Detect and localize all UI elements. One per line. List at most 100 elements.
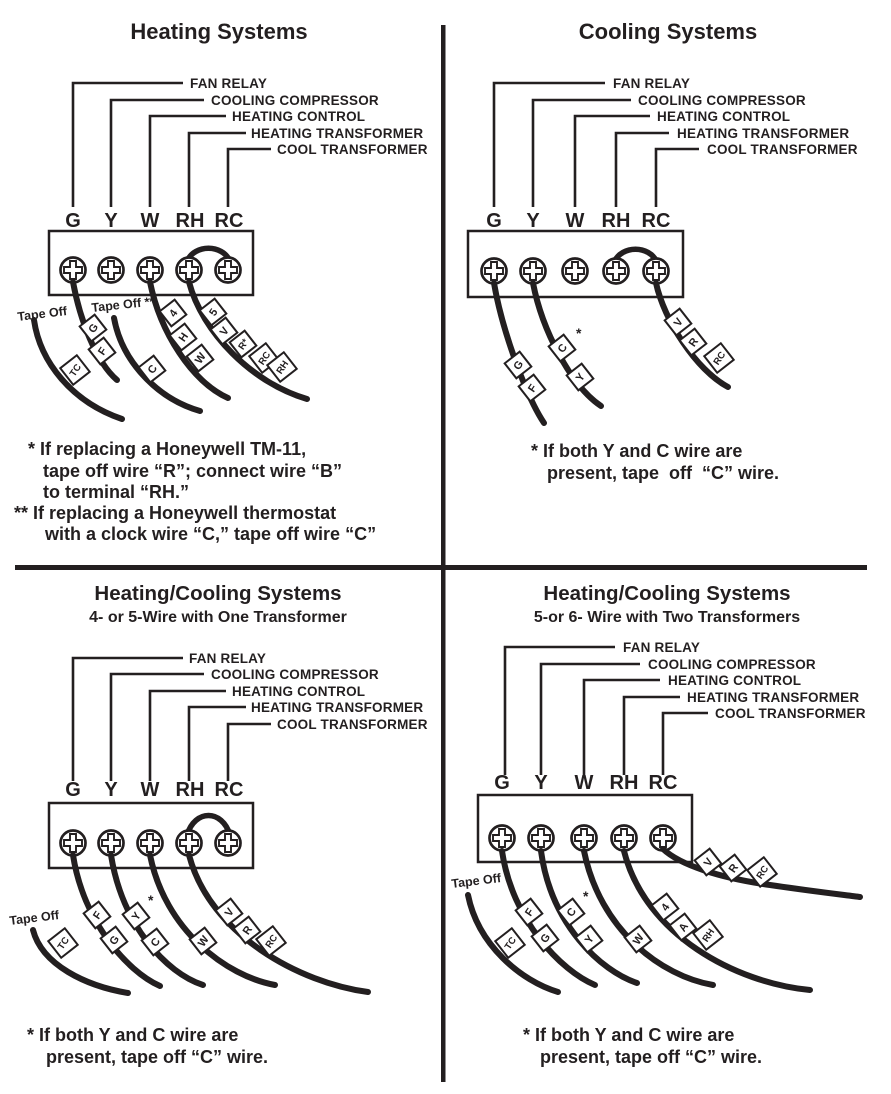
terminal-label-rh: RH (602, 210, 631, 232)
wire-c-taped-off (111, 315, 203, 414)
wire-tag-5: 5 (198, 297, 228, 327)
callout-line-cool-transformer (661, 711, 708, 775)
wire-tag-h: H (168, 322, 198, 352)
wire-tag-tc: TC (46, 926, 80, 960)
callout-line-heating-transformer (622, 695, 680, 775)
wire-tag-y: Y (121, 901, 151, 931)
wire-tag-r: R (232, 915, 262, 945)
terminal-screw-y (519, 257, 547, 285)
footnote-line: * If both Y and C wire are (27, 1025, 238, 1045)
vertical-divider (441, 25, 446, 1082)
wire-tag-r: R (678, 327, 708, 357)
footnote-line: present, tape off “C” wire. (540, 1047, 762, 1067)
callout-label: HEATING CONTROL (657, 109, 790, 124)
terminal-label-g: G (494, 772, 510, 794)
wire-tag-y: Y (574, 924, 604, 954)
callout-label: FAN RELAY (190, 76, 267, 91)
terminal-screw-rc (214, 829, 242, 857)
footnote-line: to terminal “RH.” (43, 482, 189, 502)
callout-line-cooling-compressor (109, 98, 204, 207)
footnote-line: * If replacing a Honeywell TM-11, (28, 439, 306, 459)
wire-tag-f: F (517, 373, 547, 403)
terminal-screw-rh (602, 257, 630, 285)
section-subtitle: 5-or 6- Wire with Two Transformers (534, 609, 800, 626)
wire-tag-v: V (209, 316, 239, 346)
callout-line-heating-transformer (614, 131, 669, 207)
callout-line-cooling-compressor (531, 98, 631, 207)
terminal-screw-rc (642, 257, 670, 285)
callout-line-cool-transformer (654, 147, 699, 207)
callout-label: COOLING COMPRESSOR (648, 657, 816, 672)
terminal-label-rh: RH (610, 772, 639, 794)
callout-line-fan-relay (492, 81, 605, 207)
wire-tag-g: G (78, 313, 108, 343)
callout-line-heating-control (148, 114, 226, 207)
callout-line-heating-control (582, 678, 660, 775)
terminal-screw-w (136, 829, 164, 857)
jumper-wire-rh-rc (184, 812, 233, 838)
quadrant-cooling-systems: Cooling Systems FAN RELAY COOLING COMPRE… (466, 19, 858, 483)
wire-tag-4: 4 (158, 298, 188, 328)
svg-text:5: 5 (207, 307, 220, 319)
wire-rh (186, 279, 310, 402)
terminal-screw-w (136, 256, 164, 284)
tape-off-label: Tape Off (451, 871, 503, 891)
wire-tag-tc: TC (493, 926, 527, 960)
callout-line-cooling-compressor (109, 672, 204, 781)
wire-tag-c: C (547, 333, 577, 363)
wire-rh (186, 852, 371, 995)
callout-label: COOL TRANSFORMER (715, 706, 866, 721)
terminal-label-w: W (141, 779, 160, 801)
wire-tag-rc: RC (702, 341, 736, 375)
callout-line-heating-control (148, 689, 226, 781)
wire-tag-c: C (556, 897, 586, 927)
footnote-line: tape off wire “R”; connect wire “B” (43, 461, 342, 481)
wire-tag-w: W (623, 924, 653, 954)
section-title: Heating Systems (130, 19, 307, 44)
wire-w (147, 279, 231, 401)
callout-label: HEATING CONTROL (668, 673, 801, 688)
tape-off-label: Tape Off (9, 908, 61, 928)
callout-label: COOL TRANSFORMER (277, 717, 428, 732)
wire-tag-c: C (140, 927, 170, 957)
wire-tag-f: F (87, 336, 117, 366)
terminal-label-rc: RC (215, 779, 244, 801)
tag-asterisk: * (148, 892, 154, 908)
terminal-label-rc: RC (649, 772, 678, 794)
wire-tag-4: 4 (650, 892, 680, 922)
terminal-label-y: Y (104, 210, 118, 232)
terminal-screw-rh (610, 824, 638, 852)
wire-tag-v: V (693, 847, 723, 877)
footnote-line: * If both Y and C wire are (531, 441, 742, 461)
terminal-label-y: Y (534, 772, 548, 794)
wire-tag-rc: RC (745, 855, 779, 889)
callout-line-fan-relay (71, 656, 183, 781)
wire-tc-taped-off (465, 892, 561, 995)
wire-tag-g: G (530, 923, 560, 953)
callout-label: FAN RELAY (623, 640, 700, 655)
terminal-label-w: W (575, 772, 594, 794)
callout-line-cool-transformer (226, 147, 271, 207)
wire-rh (621, 848, 813, 993)
callout-line-heating-transformer (187, 131, 246, 207)
terminal-screw-y (97, 256, 125, 284)
terminal-label-rh: RH (176, 779, 205, 801)
terminal-label-rc: RC (642, 210, 671, 232)
terminal-label-g: G (65, 779, 81, 801)
terminal-label-w: W (141, 210, 160, 232)
callout-label: HEATING CONTROL (232, 684, 365, 699)
callout-label: FAN RELAY (613, 76, 690, 91)
tape-off-label: Tape Off (17, 304, 69, 324)
callout-label: HEATING TRANSFORMER (251, 126, 423, 141)
wire-tag-r: R* (228, 329, 258, 359)
terminal-screw-g (488, 824, 516, 852)
section-title: Cooling Systems (579, 19, 757, 44)
wire-tag-y: Y (565, 362, 595, 392)
callout-line-cool-transformer (226, 722, 271, 781)
callout-label: HEATING TRANSFORMER (677, 126, 849, 141)
wire-tag-w: W (188, 926, 218, 956)
wire-tag-r: R (718, 853, 748, 883)
callout-label: HEATING CONTROL (232, 109, 365, 124)
